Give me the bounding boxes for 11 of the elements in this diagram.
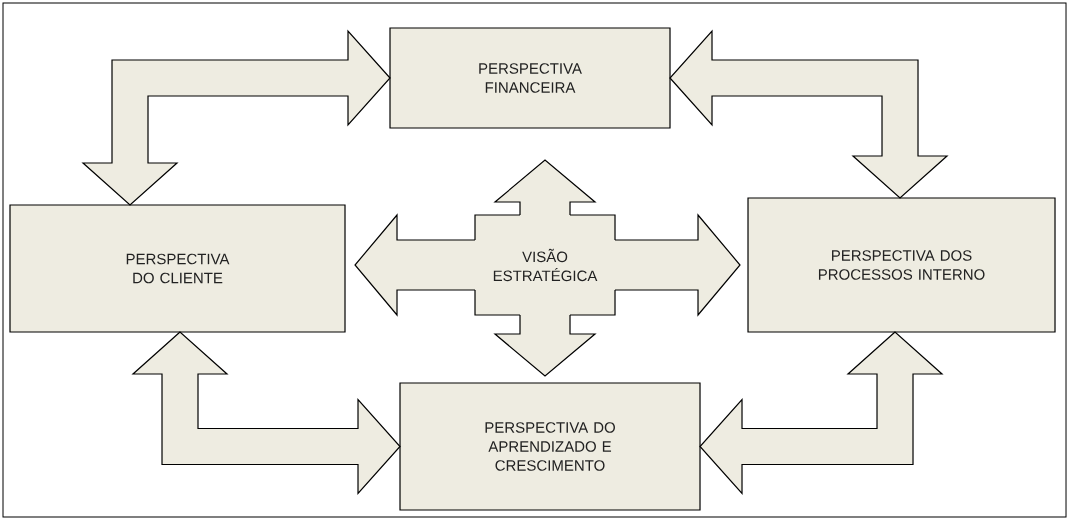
block-arrow [493,159,597,216]
perspective-box: PERSPECTIVA DO CLIENTE [9,204,346,333]
block-arrow [614,213,741,317]
perspective-box: PERSPECTIVA DOS PROCESSOS INTERNO [747,197,1056,333]
arrow-hub: VISÃO ESTRATÉGICA [474,214,616,316]
block-arrow [354,213,476,317]
block-arrow [131,331,401,496]
perspective-box: PERSPECTIVA DO APRENDIZADO E CRESCIMENTO [399,382,701,511]
perspective-box: PERSPECTIVA FINANCEIRA [389,27,671,129]
block-arrow [493,314,597,377]
block-arrow [81,29,391,206]
